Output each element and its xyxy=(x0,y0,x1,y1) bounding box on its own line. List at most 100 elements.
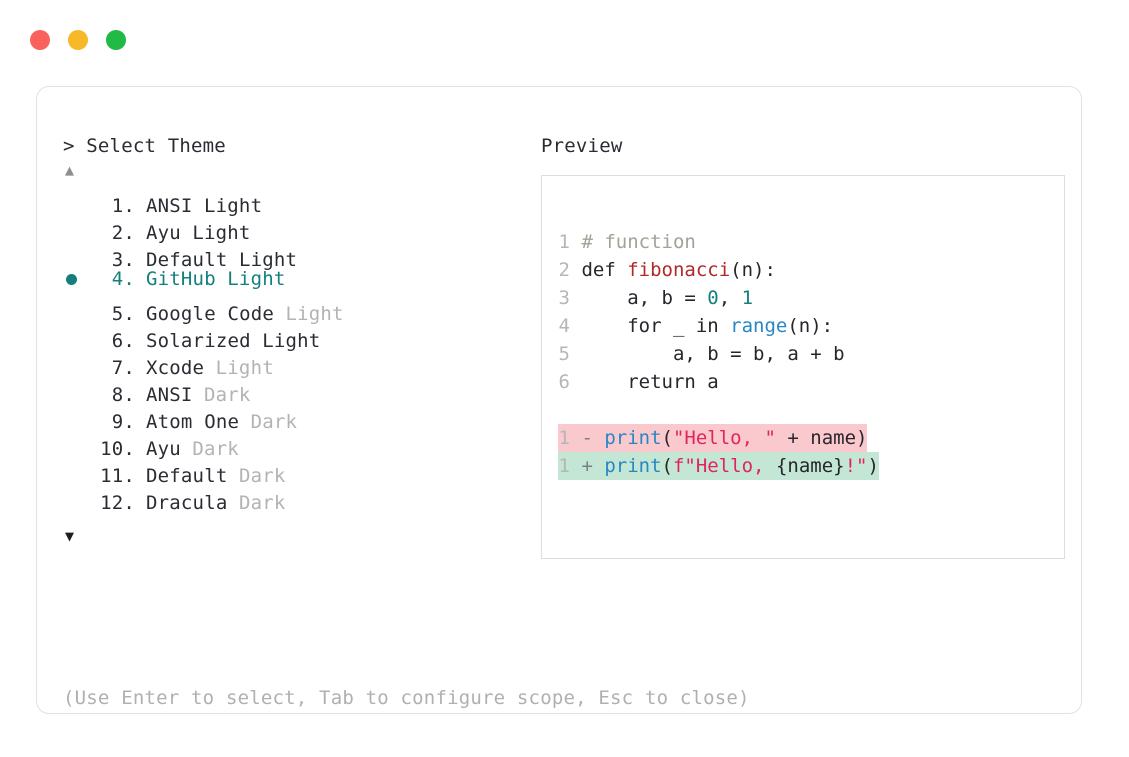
code-token: , xyxy=(718,287,742,309)
code-token: return a xyxy=(570,371,719,393)
theme-item-index: 10. xyxy=(100,438,135,460)
line-number: 6 xyxy=(558,371,570,393)
minimize-button[interactable] xyxy=(68,30,88,50)
selection-bullet-cell xyxy=(63,455,89,482)
theme-list-item[interactable]: 10. Ayu Dark xyxy=(63,428,533,460)
maximize-button[interactable] xyxy=(106,30,126,50)
theme-list-item[interactable]: 12.Dracula Dark xyxy=(63,482,533,514)
theme-item-name: Ayu xyxy=(146,438,181,460)
theme-item-name: Atom One xyxy=(146,411,240,433)
preview-panel: Preview xyxy=(541,133,1071,159)
code-token: (n): xyxy=(787,315,834,337)
theme-item-index: 3. xyxy=(100,249,135,271)
selection-bullet-cell xyxy=(63,374,89,401)
theme-list-item[interactable]: 8.ANSI Dark xyxy=(63,374,533,406)
theme-list-item[interactable]: 3.Default Light xyxy=(63,239,533,271)
line-number: 1 xyxy=(558,231,570,253)
code-line: 6 return a xyxy=(558,368,1056,396)
theme-list-item[interactable]: 2. Ayu Light xyxy=(63,212,533,244)
theme-list-item[interactable]: 11. Default Dark xyxy=(63,455,533,487)
diff-line-added: 1 + print(f"Hello, {name}!") xyxy=(558,452,879,480)
theme-item-variant: Light xyxy=(285,303,344,325)
code-spacer xyxy=(558,396,1056,424)
keyboard-hint: (Use Enter to select, Tab to configure s… xyxy=(63,687,750,709)
theme-item-name: Solarized xyxy=(146,330,251,352)
selection-bullet-cell xyxy=(63,347,89,374)
code-token: f"Hello, xyxy=(672,455,776,477)
theme-list-item[interactable]: 4.GitHub Light xyxy=(63,266,533,293)
selection-bullet-cell xyxy=(63,239,89,266)
theme-item-name: Ayu xyxy=(146,222,181,244)
diff-block: 1 - print("Hello, " + name)1 + print(f"H… xyxy=(558,424,1056,480)
theme-item-name: Google Code xyxy=(146,303,275,325)
window-traffic-lights xyxy=(30,30,126,50)
theme-item-variant: Light xyxy=(215,357,274,379)
line-number: 2 xyxy=(558,259,570,281)
theme-item-variant: Dark xyxy=(238,465,286,487)
diff-plus-marker: + xyxy=(570,455,605,477)
close-button[interactable] xyxy=(30,30,50,50)
theme-item-variant: Dark xyxy=(250,411,298,433)
code-token: range xyxy=(730,315,788,337)
theme-item-name: ANSI xyxy=(146,384,193,406)
selection-bullet-cell xyxy=(63,212,89,239)
code-token: ( xyxy=(661,455,673,477)
theme-item-variant: Light xyxy=(204,195,263,217)
line-number: 4 xyxy=(558,315,570,337)
theme-item-index: 4. xyxy=(100,268,135,290)
theme-item-index: 8. xyxy=(100,384,135,406)
theme-item-index: 6. xyxy=(100,330,135,352)
selection-bullet-cell xyxy=(63,266,89,293)
theme-list-item[interactable]: 6. Solarized Light xyxy=(63,320,533,352)
code-token: "Hello, " xyxy=(672,427,776,449)
code-line: 1 # function xyxy=(558,228,1056,256)
theme-item-index: 12. xyxy=(100,492,135,514)
selected-bullet-icon xyxy=(66,274,77,285)
theme-list-item[interactable]: 9.Atom One Dark xyxy=(63,401,533,433)
code-token: ( xyxy=(661,427,673,449)
theme-item-variant: Light xyxy=(262,330,321,352)
theme-item-index: 11. xyxy=(100,465,135,487)
scroll-down-icon[interactable]: ▼ xyxy=(65,527,75,545)
card-content: > Select Theme ▲ 1. ANSI Light 2. Ayu Ligh… xyxy=(63,133,1065,709)
code-line: 4 for _ in range(n): xyxy=(558,312,1056,340)
theme-item-variant: Light xyxy=(192,222,251,244)
theme-list-item[interactable]: 1. ANSI Light xyxy=(63,185,533,217)
select-theme-prompt: > Select Theme xyxy=(63,135,226,157)
theme-item-variant: Light xyxy=(227,268,286,290)
theme-list-item[interactable]: 5. Google Code Light xyxy=(63,293,533,325)
theme-selector-panel: > Select Theme ▲ 1. ANSI Light 2. Ayu Ligh… xyxy=(63,133,533,547)
code-token: print xyxy=(604,427,662,449)
code-token: + name) xyxy=(775,427,868,449)
code-token: a, b = b, a + b xyxy=(570,343,845,365)
theme-item-index: 1. xyxy=(100,195,135,217)
theme-item-index: 5. xyxy=(100,303,135,325)
scroll-up-icon[interactable]: ▲ xyxy=(65,161,75,179)
code-token: {name} xyxy=(775,455,845,477)
code-token: # function xyxy=(570,231,696,253)
theme-item-variant: Dark xyxy=(192,438,239,460)
code-token: 0 xyxy=(707,287,719,309)
code-token: for _ in xyxy=(570,315,731,337)
selection-bullet-cell xyxy=(63,482,89,509)
code-token: a, b = xyxy=(570,287,708,309)
line-number: 5 xyxy=(558,343,570,365)
code-line: 2 def fibonacci(n): xyxy=(558,256,1056,284)
selection-bullet-cell xyxy=(63,320,89,347)
theme-picker-card: > Select Theme ▲ 1. ANSI Light 2. Ayu Ligh… xyxy=(36,86,1082,714)
diff-minus-marker: - xyxy=(570,427,605,449)
code-token: ) xyxy=(867,455,879,477)
theme-item-name: Default xyxy=(146,465,228,487)
code-token: fibonacci xyxy=(627,259,731,281)
code-line: 5 a, b = b, a + b xyxy=(558,340,1056,368)
theme-item-name: ANSI xyxy=(146,195,193,217)
theme-item-name: Xcode xyxy=(146,357,205,379)
theme-item-variant: Dark xyxy=(238,492,286,514)
diff-line-removed: 1 - print("Hello, " + name) xyxy=(558,424,868,452)
code-token: print xyxy=(604,455,662,477)
theme-list-item[interactable]: 7.Xcode Light xyxy=(63,347,533,379)
theme-list: 1.ANSI Light 2.Ayu Light 3.Default Light… xyxy=(63,185,533,514)
theme-item-index: 2. xyxy=(100,222,135,244)
